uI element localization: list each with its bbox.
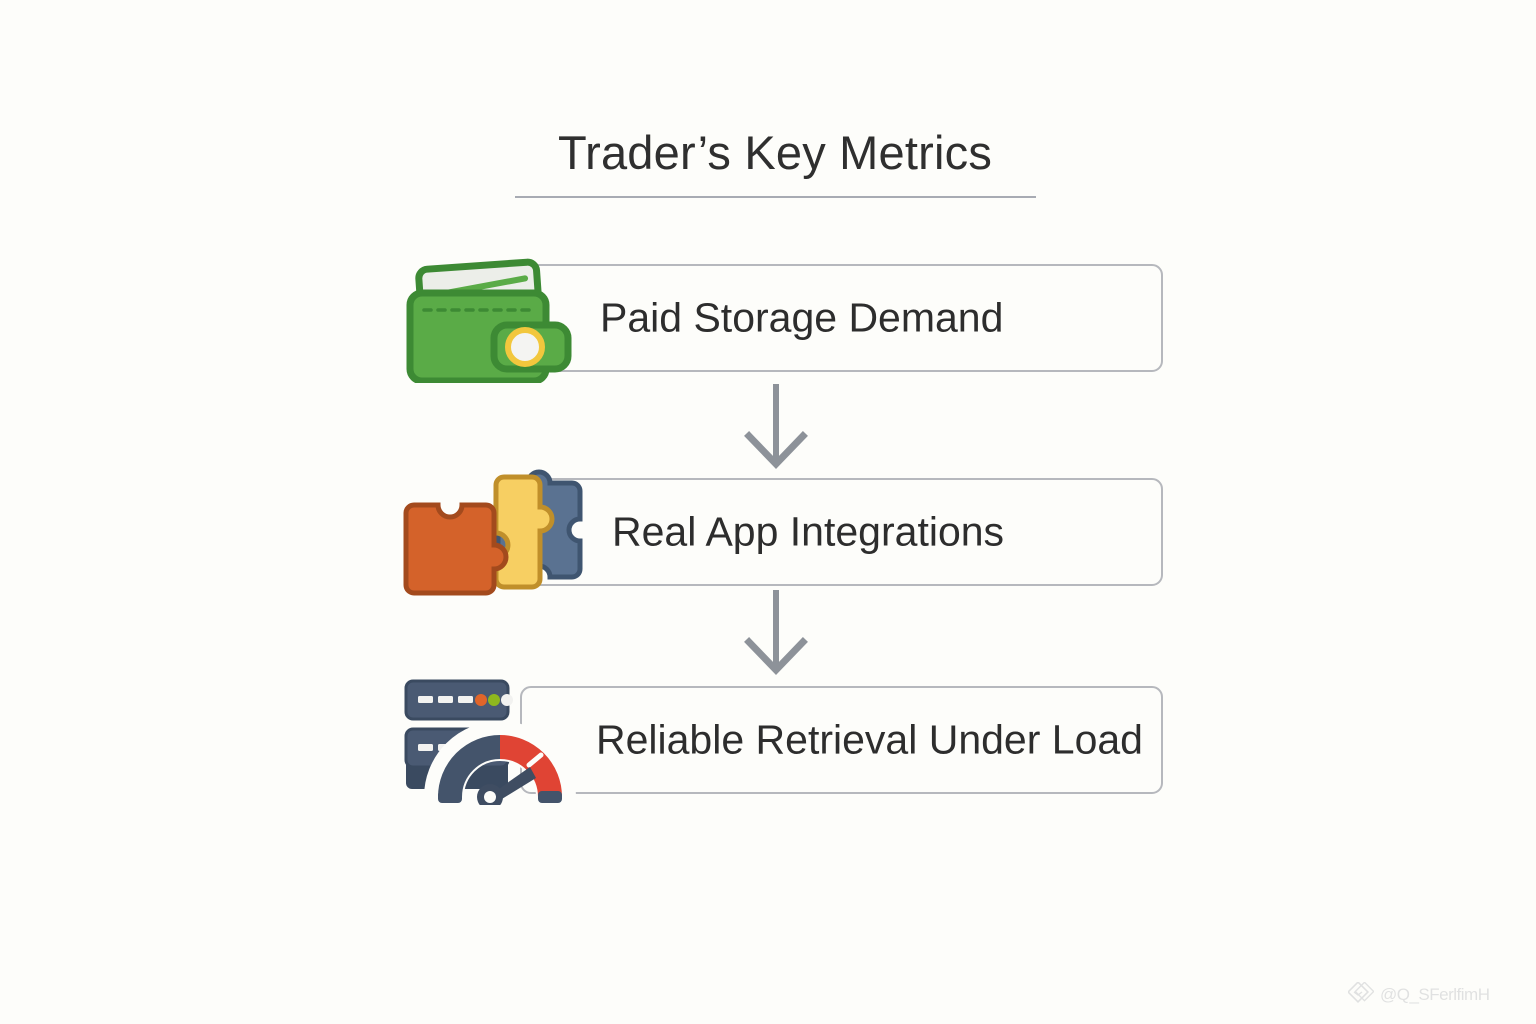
flow-step-paid-storage-demand[interactable]: Paid Storage Demand <box>0 253 1536 385</box>
title-divider <box>515 196 1036 198</box>
step-label: Reliable Retrieval Under Load <box>596 716 1143 763</box>
wallet-icon <box>398 253 598 385</box>
watermark: @Q_SFerlfimH <box>1348 980 1528 1010</box>
flow-step-reliable-retrieval-under-load[interactable]: Reliable Retrieval Under Load <box>0 675 1536 810</box>
flow-step-real-app-integrations[interactable]: Real App Integrations <box>0 467 1536 597</box>
step-label: Paid Storage Demand <box>600 294 1004 341</box>
step-label: Real App Integrations <box>612 508 1005 555</box>
server-gauge-icon <box>398 675 598 810</box>
arrow-step-2-to-3 <box>736 588 816 678</box>
arrow-step-1-to-2 <box>736 382 816 472</box>
page-title: Trader’s Key Metrics <box>557 126 993 179</box>
watermark-text: @Q_SFerlfimH <box>1380 985 1490 1004</box>
diamond-logo-icon <box>1348 982 1374 1004</box>
page-title-block: Trader’s Key Metrics <box>515 126 1035 179</box>
puzzle-pieces-icon <box>398 467 598 597</box>
